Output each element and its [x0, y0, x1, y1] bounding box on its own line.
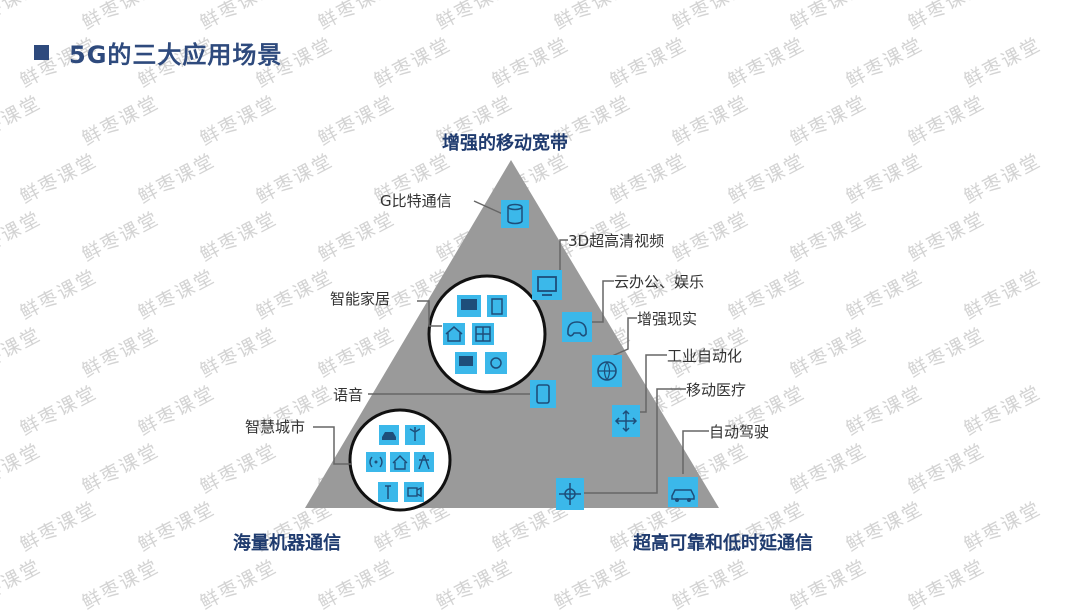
label-3d-video: 3D超高清视频 — [568, 232, 665, 250]
washer-icon — [485, 352, 507, 374]
page-title: 5G的三大应用场景 — [69, 40, 283, 69]
label-medical: 移动医疗 — [686, 381, 747, 399]
corner-bottom-left-label: 海量机器通信 — [233, 533, 341, 554]
smart-city-icons — [366, 425, 434, 502]
icon-gbit — [501, 200, 529, 228]
label-industrial: 工业自动化 — [667, 347, 743, 365]
page-header: 5G的三大应用场景 — [34, 34, 282, 70]
icon-voice — [530, 380, 556, 408]
corner-top-label: 增强的移动宽带 — [442, 133, 568, 154]
icon-3d-video — [532, 270, 562, 300]
label-gbit: G比特通信 — [380, 192, 452, 210]
icon-industrial — [612, 405, 640, 437]
icon-medical — [556, 478, 584, 510]
label-voice: 语音 — [333, 386, 364, 404]
icon-ar — [592, 355, 622, 387]
label-cloud-office: 云办公、娱乐 — [614, 273, 705, 291]
label-smart-city: 智慧城市 — [245, 418, 306, 436]
label-ar: 增强现实 — [637, 310, 698, 328]
label-smart-home: 智能家居 — [330, 290, 391, 308]
icon-autonomous — [668, 477, 698, 507]
corner-bottom-right-label: 超高可靠和低时延通信 — [633, 533, 813, 554]
icon-cloud-office — [562, 312, 592, 342]
camera-icon — [404, 482, 424, 502]
smart-home-icons — [443, 295, 507, 374]
label-autonomous: 自动驾驶 — [709, 423, 770, 441]
title-bullet-icon — [34, 44, 49, 60]
